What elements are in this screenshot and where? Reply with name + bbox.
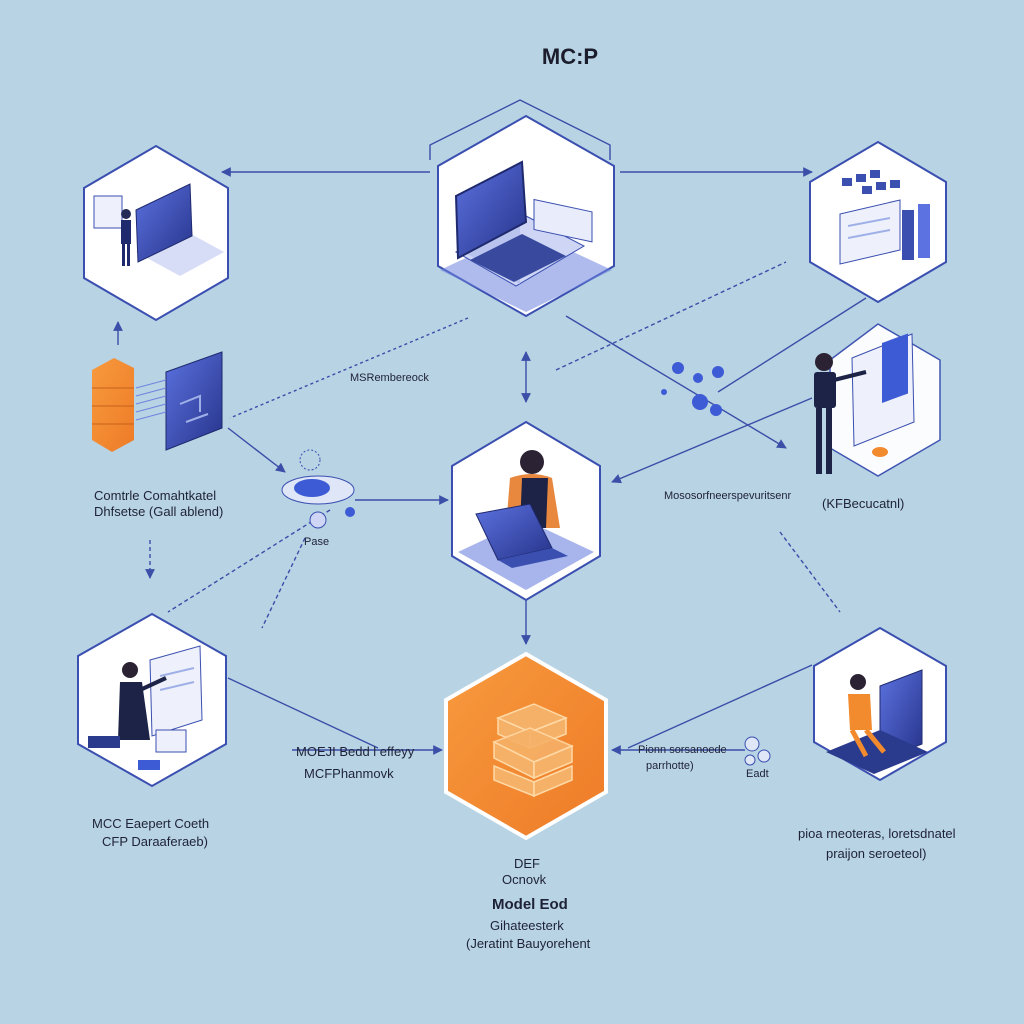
- node-right-presenter[interactable]: [814, 323, 941, 477]
- connector-upper-right-dash: [555, 261, 787, 371]
- presenter-laptop-icon: [93, 183, 224, 276]
- node-top-laptop[interactable]: [437, 114, 615, 318]
- connector-bottom-right-diag: [627, 664, 813, 749]
- label-bottom-center-2: Ocnovk: [502, 872, 547, 887]
- label-left-bottom-arrow-1: MOEJI Bedd l effeyy: [296, 744, 415, 759]
- label-bottom-left-2: CFP Daraaferaeb): [102, 834, 208, 849]
- label-bottom-center-5: (Jeratint Bauyorehent: [466, 936, 591, 951]
- hub-disc[interactable]: [281, 449, 355, 529]
- network-cluster-icon: [744, 736, 771, 766]
- label-right-mid-long: Mososorfneerspevuritsenr: [664, 490, 792, 502]
- connector-right-to-center: [717, 297, 867, 393]
- connector-hub-bottom-left: [167, 509, 331, 613]
- label-bottom-center-1: DEF: [514, 856, 540, 871]
- label-mid-top: MSRembereock: [350, 372, 429, 384]
- node-top-left[interactable]: [83, 144, 229, 322]
- connector-server-hub: [227, 427, 286, 473]
- laptop-icon: [440, 160, 612, 312]
- label-right-bottom-arrow-1: Pionn sorsanoede: [638, 744, 727, 756]
- connectors: [113, 99, 867, 755]
- label-bottom-right-2: praijon seroeteol): [826, 846, 927, 861]
- connector-laptop-diag: [565, 315, 787, 449]
- label-left-mid-2: Dhfsetse (Gall ablend): [94, 504, 224, 519]
- label-left-bottom-arrow-2: MCFPhanmovk: [304, 766, 394, 781]
- connector-right-dash-down: [779, 531, 841, 613]
- connector-bottom-left-to-stack: [227, 677, 379, 749]
- label-right-mid-paren: (KFBecucatnl): [822, 496, 905, 511]
- connector-top-bracket: [429, 99, 611, 160]
- node-bottom-center[interactable]: [444, 651, 608, 841]
- label-right-bottom-arrow-2: parrhotte): [646, 760, 694, 772]
- server-stack-icon: [92, 358, 134, 452]
- data-stack-icon: [492, 703, 574, 798]
- label-bottom-right-1: pioa rneoteras, loretsdnatel: [798, 826, 956, 841]
- node-bottom-right[interactable]: [813, 626, 947, 782]
- label-bottom-left-1: MCC Eaepert Coeth: [92, 816, 210, 831]
- node-bottom-left[interactable]: [77, 612, 227, 788]
- presenter-screen-icon: [814, 333, 915, 474]
- label-left-mid-1: Comtrle Comahtkatel: [94, 488, 217, 503]
- documents-icon: [839, 170, 930, 265]
- connector-right-person-to-center: [611, 397, 813, 484]
- connector-hub-diagonal: [261, 537, 306, 629]
- diagram-title: MC:P: [541, 44, 599, 69]
- server-panel-group: [92, 351, 223, 452]
- circuit-panel-icon: [135, 351, 223, 451]
- connector-midtop: [229, 317, 469, 419]
- label-hub: Pase: [304, 536, 330, 548]
- presenter-screen-icon: [88, 645, 203, 770]
- person-screen-icon: [826, 669, 928, 774]
- label-bottom-center-4: Gihateesterk: [490, 918, 564, 933]
- person-laptop-icon: [458, 450, 594, 590]
- gear-cluster-icon: [661, 362, 724, 416]
- node-center-person[interactable]: [451, 420, 601, 602]
- node-top-right[interactable]: [809, 140, 947, 304]
- label-bottom-center-3: Model Eod: [492, 896, 568, 913]
- label-right-bottom-small: Eadt: [746, 768, 769, 780]
